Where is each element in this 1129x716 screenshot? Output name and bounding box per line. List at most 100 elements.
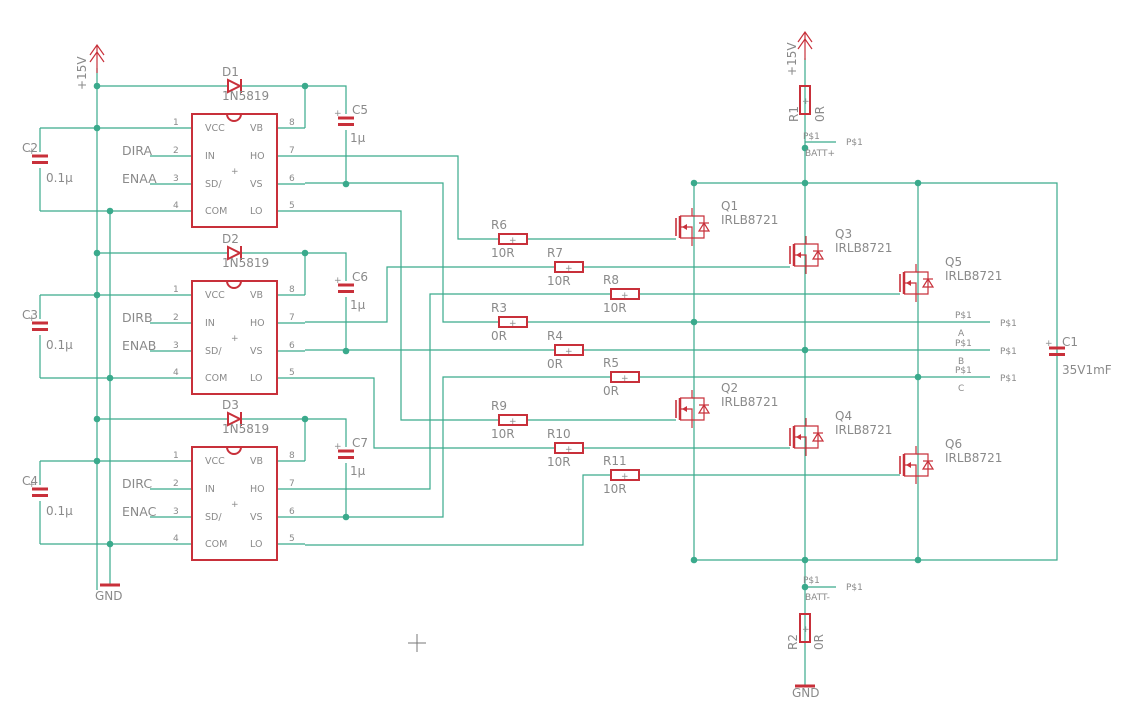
resistor-body <box>554 261 584 273</box>
ic-origin-mark: + <box>231 167 239 177</box>
gate-driver-ic[interactable]: + <box>191 280 278 395</box>
pin-number: 6 <box>289 507 295 517</box>
mosfet-part: IRLB8721 <box>945 451 1002 465</box>
body-diode <box>921 277 935 288</box>
pin-name: IN <box>205 151 215 162</box>
net-junctions <box>93 82 922 591</box>
cap-plus-sign: + <box>1045 339 1053 349</box>
bootstrap-diode[interactable] <box>227 245 243 261</box>
resistor-body <box>498 414 528 426</box>
phase-port-pin: P$1 <box>955 339 972 349</box>
resistor-name: R5 <box>603 356 619 370</box>
gate-resistor[interactable]: + <box>554 261 584 274</box>
bootstrap-diode[interactable] <box>227 78 243 94</box>
phase-port-ref: P$1 <box>1000 319 1017 329</box>
resistor-name: R6 <box>491 218 507 232</box>
decoupling-capacitor[interactable]: + <box>28 147 48 164</box>
junction-dot <box>914 556 922 564</box>
resistor-body <box>610 469 640 481</box>
power-mosfet[interactable] <box>789 418 825 456</box>
gate-resistor[interactable]: + <box>554 344 584 357</box>
lo-c <box>305 474 611 546</box>
decoupling-capacitor[interactable]: + <box>28 480 48 497</box>
input-signal-label: DIRB <box>122 310 153 325</box>
pin-number: 1 <box>173 285 179 295</box>
ho-b <box>305 266 555 323</box>
gate-resistor[interactable]: + <box>610 288 640 301</box>
cap-plus-sign: + <box>334 442 342 452</box>
pin-name: VCC <box>205 456 225 467</box>
port-pin: P$1 <box>803 132 820 142</box>
resistor-body <box>610 371 640 383</box>
bulk-capacitor-c1[interactable]: + <box>1045 339 1065 356</box>
junction-dot <box>801 583 809 591</box>
pin-name: LO <box>250 373 262 384</box>
shunt-resistor-r1[interactable]: + <box>799 85 811 115</box>
junction-dot <box>342 180 350 188</box>
capacitor-value: 0.1µ <box>46 171 73 185</box>
pin-number: 7 <box>289 146 295 156</box>
drain-lead <box>680 390 693 399</box>
junction-dot <box>106 207 114 215</box>
diode-part: 1N5819 <box>222 89 269 103</box>
pin-name: VS <box>250 346 263 357</box>
ground-label: GND <box>792 686 820 700</box>
resistor-mark: + <box>565 264 573 274</box>
gate-resistor[interactable]: + <box>554 442 584 455</box>
bootstrap-capacitor[interactable]: + <box>334 442 354 459</box>
decoupling-capacitor[interactable]: + <box>28 314 48 331</box>
bootstrap-capacitor[interactable]: + <box>334 109 354 126</box>
diode-name: D3 <box>222 398 239 412</box>
power-mosfet[interactable] <box>899 446 935 484</box>
ho-a <box>305 155 499 240</box>
cap-plate-neg <box>32 494 48 497</box>
body-arrow <box>906 462 911 468</box>
gate-resistor[interactable]: + <box>498 316 528 329</box>
pin-name: COM <box>205 539 227 550</box>
resistor-mark: + <box>621 472 629 482</box>
resistor-body <box>799 85 811 115</box>
capacitor-name: C4 <box>22 474 38 488</box>
power-mosfet[interactable] <box>789 236 825 274</box>
power-mosfet[interactable] <box>675 390 711 428</box>
junction-dot <box>93 415 101 423</box>
diode-part: 1N5819 <box>222 422 269 436</box>
bootstrap-capacitor[interactable]: + <box>334 276 354 293</box>
diode-lead <box>692 397 705 421</box>
junction-dot <box>301 415 309 423</box>
phase-port-net: A <box>958 329 965 339</box>
source-lead <box>794 447 807 456</box>
power-mosfet[interactable] <box>899 264 935 302</box>
pin-number: 7 <box>289 313 295 323</box>
pin-name: VCC <box>205 290 225 301</box>
diode-lead <box>692 215 705 239</box>
pin-name: SD/ <box>205 346 222 357</box>
gate-resistor[interactable]: + <box>610 469 640 482</box>
gate-driver-ic[interactable]: + <box>191 446 278 561</box>
bootstrap-cap-top <box>305 252 347 281</box>
diode-triangle <box>227 411 243 427</box>
shunt-resistor-r2[interactable]: + <box>799 613 811 643</box>
ho-c <box>305 293 611 490</box>
pin-name: SD/ <box>205 512 222 523</box>
pin-number: 1 <box>173 118 179 128</box>
gate-resistor[interactable]: + <box>498 414 528 427</box>
ic-origin-mark: + <box>231 500 239 510</box>
gate-resistor[interactable]: + <box>610 371 640 384</box>
resistor-mark: + <box>565 445 573 455</box>
gate-resistor[interactable]: + <box>498 233 528 246</box>
vs-c <box>305 376 611 518</box>
drain-lead <box>904 446 917 455</box>
resistor-body <box>610 288 640 300</box>
port-pin: P$1 <box>803 576 820 586</box>
pin-number: 3 <box>173 174 179 184</box>
mosfet-name: Q2 <box>721 381 738 395</box>
resistor-body <box>498 316 528 328</box>
resistor-value: 10R <box>603 482 627 496</box>
bootstrap-diode[interactable] <box>227 411 243 427</box>
gate-driver-ic[interactable]: + <box>191 113 278 228</box>
power-mosfet[interactable] <box>675 208 711 246</box>
body-arrow <box>682 406 687 412</box>
pin-number: 8 <box>289 285 295 295</box>
